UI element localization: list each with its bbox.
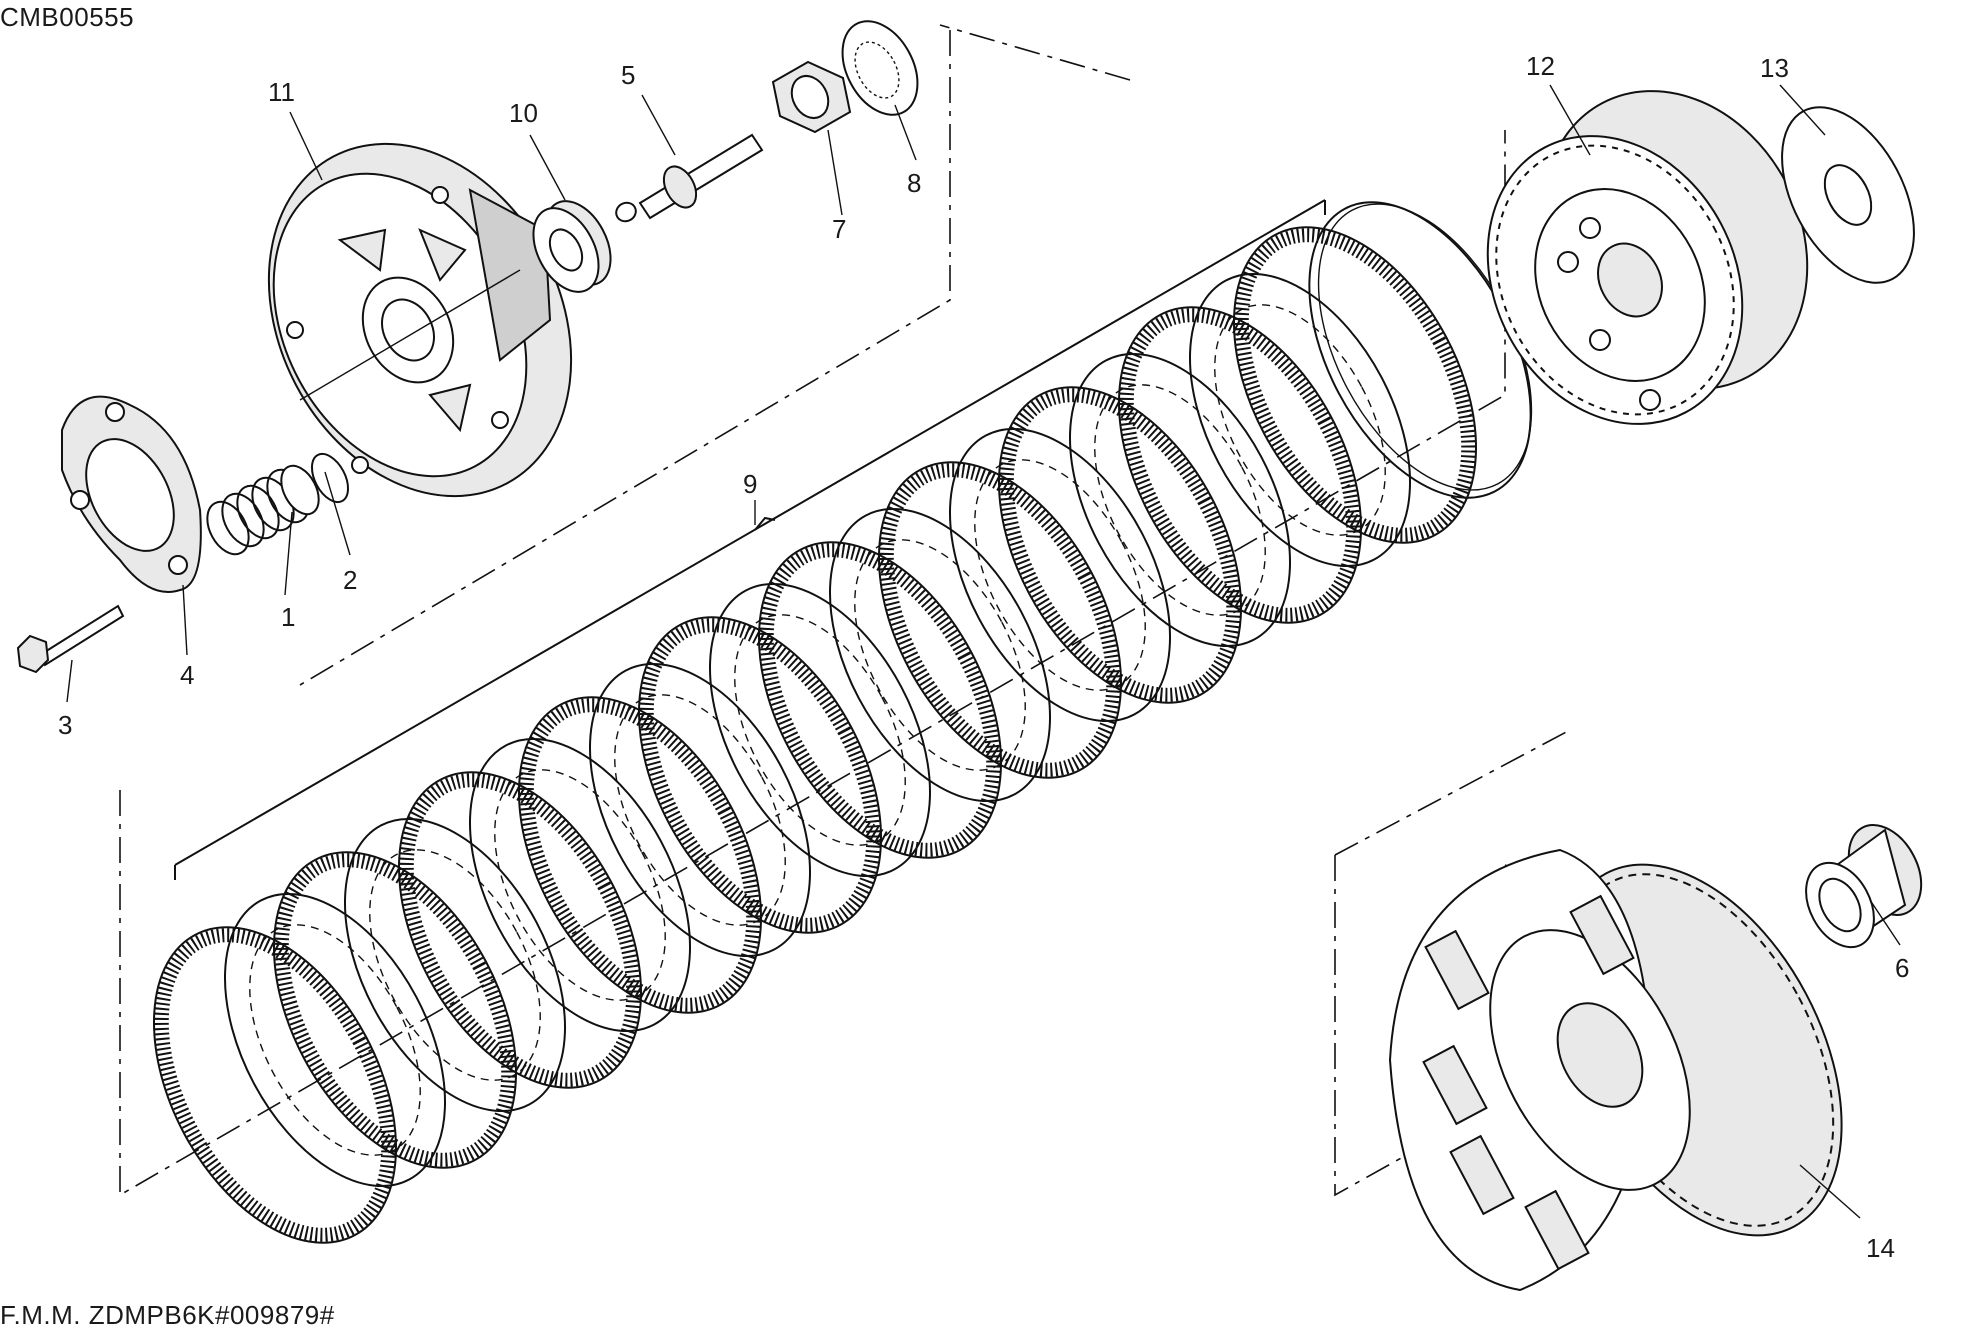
- friction-disc-2: [273, 851, 517, 1169]
- bushing: [1805, 824, 1923, 949]
- lock-washer: [841, 20, 919, 116]
- clutch-spring: [206, 464, 320, 556]
- hex-nut: [771, 60, 852, 134]
- thrust-washer: [1781, 106, 1915, 284]
- clutch-housing: [1388, 848, 1843, 1292]
- callout-6: 6: [1895, 953, 1909, 983]
- frame-number-code: F.M.M. ZDMPB6K#009879#: [0, 1300, 335, 1330]
- callout-11: 11: [268, 77, 295, 107]
- spring-washer: [310, 452, 350, 504]
- diagram-code: CMB00555: [0, 2, 135, 32]
- callout-2: 2: [343, 565, 357, 595]
- steel-plate-3: [468, 737, 692, 1033]
- callout-9: 9: [743, 469, 757, 499]
- clutch-push-rod: [615, 133, 764, 223]
- flange-bolt: [16, 604, 125, 674]
- friction-disc-8: [998, 386, 1242, 704]
- friction-disc-9: [1118, 306, 1362, 624]
- callout-1: 1: [281, 602, 295, 632]
- friction-disc-3: [398, 771, 642, 1089]
- leader-lines: [66, 84, 1901, 1219]
- steel-plate-2: [343, 817, 567, 1113]
- callout-5: 5: [621, 60, 635, 90]
- callout-3: 3: [58, 710, 72, 740]
- friction-disc-1: [153, 926, 397, 1244]
- callout-4: 4: [180, 660, 194, 690]
- steel-plate-1: [223, 892, 447, 1188]
- steel-plate-5: [708, 582, 932, 878]
- callout-13: 13: [1760, 53, 1789, 83]
- friction-disc-6: [758, 541, 1002, 859]
- spring-cover-plate: [61, 395, 202, 593]
- callout-14: 14: [1866, 1233, 1895, 1263]
- friction-disc-10: [1233, 226, 1477, 544]
- friction-disc-5: [638, 616, 882, 934]
- callout-12: 12: [1526, 51, 1555, 81]
- thrust-bearing: [532, 200, 612, 293]
- callout-8: 8: [907, 168, 921, 198]
- pressure-plate: [267, 142, 573, 498]
- friction-disc-7: [878, 461, 1122, 779]
- steel-plate-9: [1188, 272, 1412, 568]
- friction-disc-4: [518, 696, 762, 1014]
- callout-10: 10: [509, 98, 538, 128]
- steel-plate-4: [588, 662, 812, 958]
- clutch-hub: [1486, 90, 1809, 425]
- steel-plate-6: [828, 507, 1052, 803]
- callouts: 1 2 3 4 5 6 7 8 9 10 11 12 13 14: [58, 51, 1909, 1263]
- callout-7: 7: [832, 214, 846, 244]
